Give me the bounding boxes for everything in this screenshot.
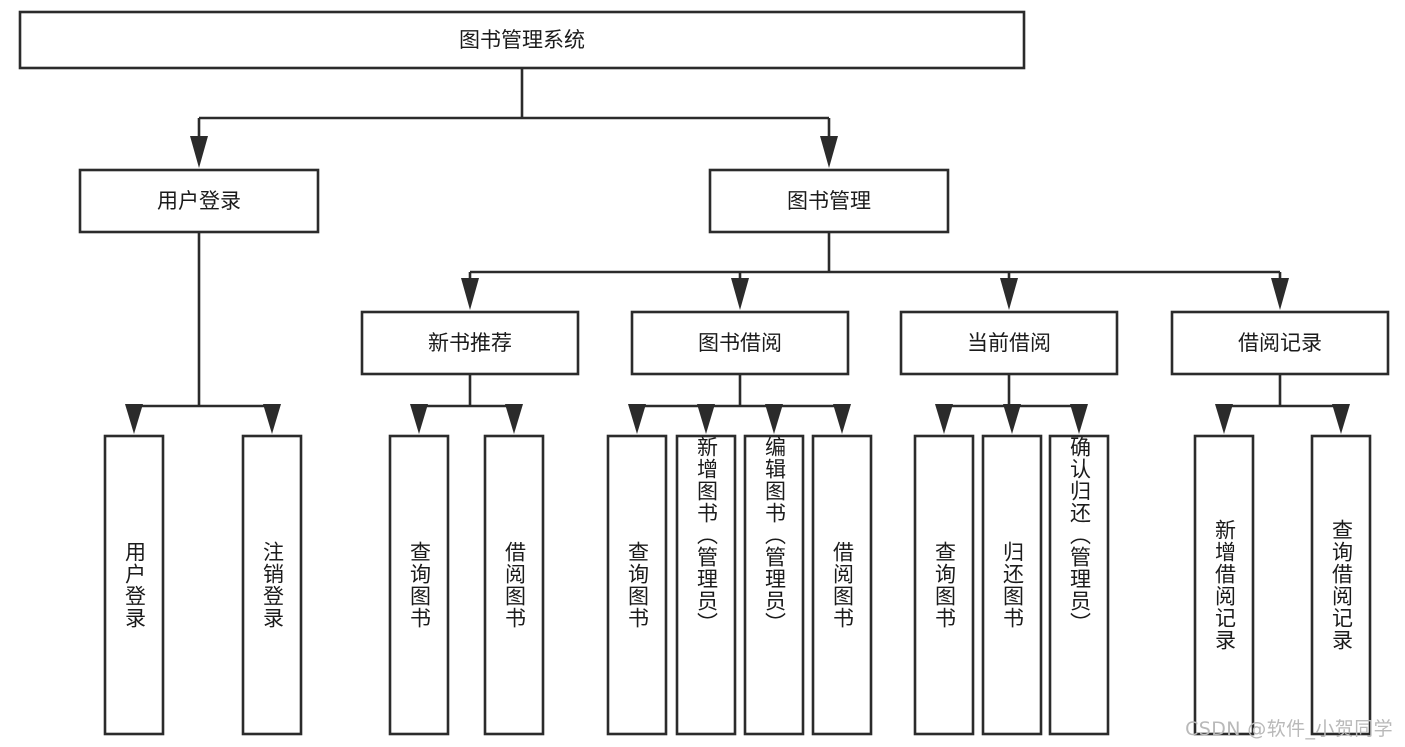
leaf-confirm-return-box[interactable] [1048,434,1110,736]
node-user-login[interactable]: 用户登录 [78,168,320,234]
arrow-head-leaf-query-borrow-record [1332,404,1350,434]
node-book-manage-box[interactable] [708,168,950,234]
arrow-head-leaf-add-borrow-record [1215,404,1233,434]
node-current-borrow-box[interactable] [899,310,1119,376]
arrow-head-leaf-borrow-book-recommend [505,404,523,434]
arrow-head-book-borrow [731,278,749,310]
leaf-add-book-box[interactable] [675,434,737,736]
arrow-head-to-user-login [190,136,208,168]
connector-group-current-borrow-to-leaves [935,374,1088,434]
leaf-edit-book-box[interactable] [743,434,805,736]
node-book-borrow[interactable]: 图书借阅 [630,310,850,376]
leaf-return-book-box[interactable] [981,434,1043,736]
arrow-head-leaf-query-book-current [935,404,953,434]
leaf-query-borrow-record-box[interactable] [1310,434,1372,736]
leaf-query-book-recommend-box[interactable] [388,434,450,736]
arrow-head-leaf-logout [263,404,281,434]
arrow-head-leaf-query-book-recommend [410,404,428,434]
node-new-book-recommend-label: 新书推荐 [428,331,512,355]
node-borrow-record-box[interactable] [1170,310,1390,376]
node-borrow-record-label: 借阅记录 [1238,331,1322,355]
connector-group-book-manage-to-level3 [461,232,1289,310]
node-user-login-label: 用户登录 [157,189,241,213]
node-book-manage-label: 图书管理 [787,189,871,213]
leaf-query-book-borrow-box[interactable] [606,434,668,736]
leaf-borrow-book-recommend-box[interactable] [483,434,545,736]
connector-group-root-to-level2 [190,68,838,168]
leaf-boxes-group [103,434,1372,736]
leaf-user-login-box[interactable] [103,434,165,736]
arrow-head-leaf-query-book-borrow [628,404,646,434]
node-book-manage[interactable]: 图书管理 [708,168,950,234]
arrow-head-leaf-borrow-book [833,404,851,434]
csdn-watermark: CSDN @软件_小贺同学 [1185,718,1393,740]
node-root[interactable]: 图书管理系统 [18,10,1026,70]
node-current-borrow-label: 当前借阅 [967,331,1051,355]
leaf-add-borrow-record-box[interactable] [1193,434,1255,736]
arrow-head-to-book-manage [820,136,838,168]
arrow-head-leaf-user-login [125,404,143,434]
arrow-head-leaf-edit-book [765,404,783,434]
node-current-borrow[interactable]: 当前借阅 [899,310,1119,376]
arrow-head-borrow-record [1271,278,1289,310]
connector-group-borrow-record-to-leaves [1215,374,1350,434]
node-root-box[interactable] [18,10,1026,70]
node-new-book-recommend[interactable]: 新书推荐 [360,310,580,376]
connector-group-user-login-to-leaves [125,232,281,434]
node-book-borrow-label: 图书借阅 [698,331,782,355]
node-book-borrow-box[interactable] [630,310,850,376]
connector-group-new-book-recommend-to-leaves [410,374,523,434]
arrow-head-new-book-recommend [461,278,479,310]
connector-group-book-borrow-to-leaves [628,374,851,434]
node-root-label: 图书管理系统 [459,28,585,52]
arrow-head-leaf-return-book [1003,404,1021,434]
node-borrow-record[interactable]: 借阅记录 [1170,310,1390,376]
arrow-head-current-borrow [1000,278,1018,310]
leaf-query-book-current-box[interactable] [913,434,975,736]
node-user-login-box[interactable] [78,168,320,234]
arrow-head-leaf-confirm-return [1070,404,1088,434]
arrow-head-leaf-add-book [697,404,715,434]
leaf-logout-box[interactable] [241,434,303,736]
leaf-borrow-book-box[interactable] [811,434,873,736]
node-new-book-recommend-box[interactable] [360,310,580,376]
